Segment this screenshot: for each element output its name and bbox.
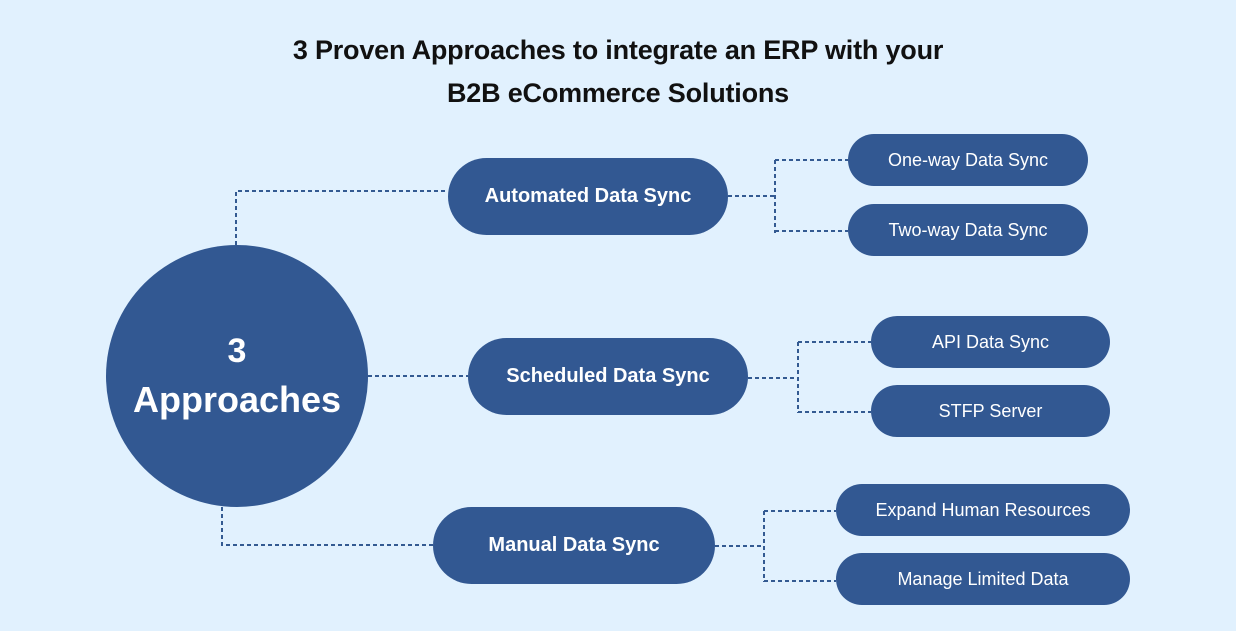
sub-node-stfp-server: STFP Server <box>871 385 1110 437</box>
approach-node-scheduled-data-sync: Scheduled Data Sync <box>468 338 748 415</box>
sub-node-manage-limited-data: Manage Limited Data <box>836 553 1130 605</box>
connector-hub-to-automated <box>235 190 448 245</box>
sub-node-api-data-sync: API Data Sync <box>871 316 1110 368</box>
connector-hub-to-manual <box>221 507 433 546</box>
sub-node-expand-human-resources: Expand Human Resources <box>836 484 1130 536</box>
diagram-title-line-2: B2B eCommerce Solutions <box>447 78 789 108</box>
diagram-title-line-1: 3 Proven Approaches to integrate an ERP … <box>292 35 944 65</box>
hub-label: Approaches <box>132 379 342 420</box>
hub-node: 3 Approaches <box>106 245 368 507</box>
sub-node-two-way-data-sync: Two-way Data Sync <box>848 204 1088 256</box>
connector-manual-to-expand <box>763 510 836 582</box>
approach-node-manual-data-sync: Manual Data Sync <box>433 507 715 584</box>
connector-automated-to-oneway <box>774 159 848 233</box>
sub-node-one-way-data-sync: One-way Data Sync <box>848 134 1088 186</box>
connector-scheduled-to-api <box>797 341 871 413</box>
hub-number: 3 <box>227 332 247 370</box>
approach-node-automated-data-sync: Automated Data Sync <box>448 158 728 235</box>
